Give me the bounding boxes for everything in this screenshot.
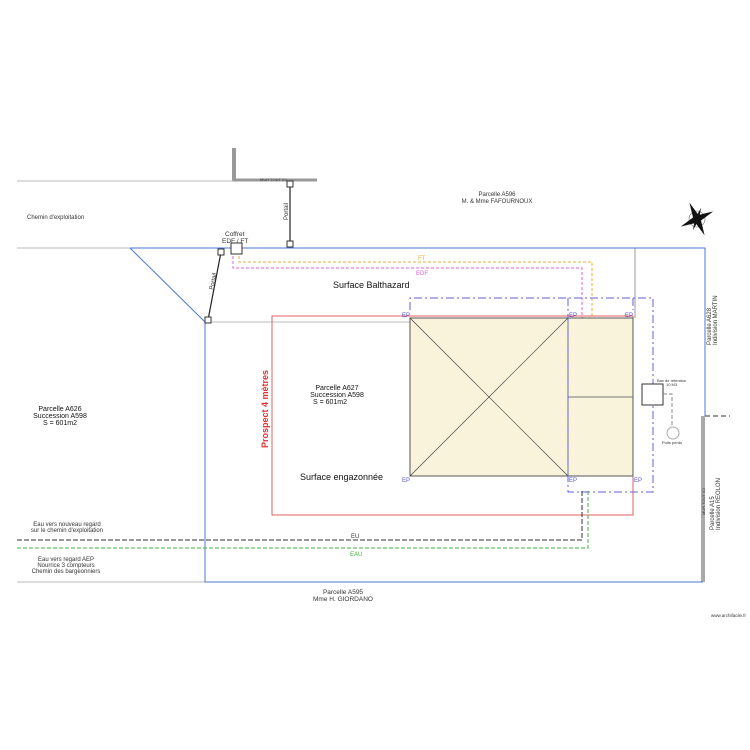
parcelle-a627: Parcelle A627 (315, 385, 358, 392)
property-boundary-south (129, 247, 703, 583)
watermark: www.archifacile.fr (711, 613, 747, 618)
portail-post (286, 240, 294, 248)
bac-retention (641, 383, 664, 406)
portail-post (217, 248, 225, 256)
portail-label: Portail (209, 273, 218, 291)
ep-label: EP (402, 478, 410, 484)
aep-label: Chemin des bargeonniers (32, 569, 101, 575)
parcelle-a628: Parcelle A628 (707, 307, 713, 345)
puits-label: Puits perdu (662, 440, 682, 445)
ep-label: EP (569, 478, 577, 484)
ep-label: EP (634, 478, 642, 484)
portail-post (286, 180, 294, 188)
portail-west[interactable] (207, 251, 222, 321)
parcelle-a15: Parcelle A15 (710, 496, 716, 530)
ep-label: EP (625, 313, 633, 319)
wall-top (232, 148, 317, 182)
parcelle-a595: Parcelle A595 (323, 589, 363, 596)
eau-regard-label: Eau vers nouveau regard (33, 522, 100, 528)
compass-rose-icon (680, 202, 714, 236)
parcelle-a627-area: S = 601m2 (313, 399, 347, 406)
ep-label: EP (402, 313, 410, 319)
bac-volume: 10 M3 (666, 382, 678, 387)
coffret-label: Coffret (225, 231, 245, 238)
parcelle-a626-owner: Succession A598 (33, 413, 87, 420)
parcelle-a628-owner: Indivision MARTIN (713, 295, 719, 345)
puits-perdu (666, 426, 680, 440)
surface-balthazard: Surface Balthazard (333, 280, 410, 290)
property-boundary (130, 247, 706, 416)
eau-line (17, 490, 589, 549)
parcelle-a627-owner: Succession A598 (310, 392, 364, 399)
surface-engazonnee: Surface engazonnée (300, 472, 383, 482)
wall-right-label: MUR TOUT ICI (701, 488, 706, 515)
parcelle-a626: Parcelle A626 (38, 406, 81, 413)
prospect-label: Prospect 4 mètres (260, 370, 270, 448)
chemin-label: Chemin d'exploitation (27, 215, 84, 221)
portail-post (204, 316, 212, 324)
ft-label: FT (418, 256, 426, 262)
parcelle-a595-owner: Mme H. GIORDANO (313, 596, 373, 603)
building (409, 317, 634, 477)
edf-label: EDF (416, 271, 428, 277)
edf-line (232, 256, 583, 318)
parcelle-a596-owner: M. & Mme FAFOURNOUX (462, 199, 533, 205)
wall-top-label: MUR TOUT ICI (260, 177, 287, 182)
bac-pipe (663, 393, 673, 427)
coffret-label: EDF / FT (222, 238, 248, 245)
ep-label: EP (569, 313, 577, 319)
aep-label: Eau vers regard AEP (38, 557, 94, 563)
parcelle-a15-owner: Indivision REOLON (716, 478, 722, 530)
eu-label: EU (351, 534, 359, 540)
ft-line (238, 256, 593, 318)
coffret-box (230, 242, 243, 255)
parcelle-a596: Parcelle A596 (478, 192, 516, 198)
parcelle-a626-area: S = 601m2 (43, 420, 77, 427)
eu-line (17, 490, 583, 541)
eau-regard-label: sur le chemin d'exploitation (31, 528, 103, 534)
bac-label: Bac de rétention (657, 378, 686, 383)
aep-label: Nourrice 3 compteurs (37, 563, 94, 569)
eau-label: EAU (350, 552, 362, 558)
portail-label: Portail (284, 203, 290, 220)
